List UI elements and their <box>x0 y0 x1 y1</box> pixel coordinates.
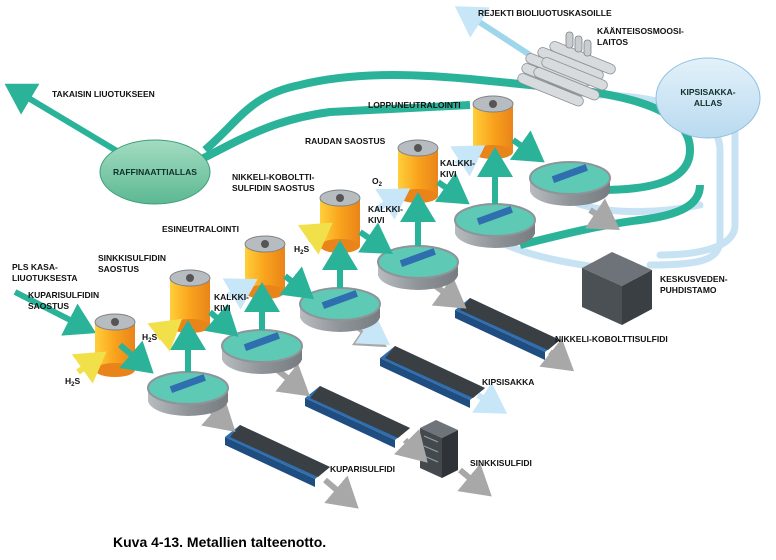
reject-bioleach-label: REJEKTI BIOLIUOTUSKASOILLE <box>478 8 612 18</box>
conveyor-nico <box>455 298 560 360</box>
nico-product-label: NIKKELI-KOBOLTTISULFIDI <box>555 334 668 344</box>
central-wastewater-plant: KESKUSVEDEN- PUHDISTAMO <box>582 252 728 325</box>
limestone-label-3b: KIVI <box>440 169 457 179</box>
conveyor-zinc <box>305 386 410 448</box>
thickener-6 <box>529 161 611 206</box>
pls-label-2: LIUOTUKSESTA <box>12 273 77 283</box>
filter-press <box>420 420 458 478</box>
thickener-1 <box>147 371 229 416</box>
h2s-label-copper: H2S <box>65 376 80 388</box>
solution-pipes <box>188 71 704 249</box>
zinc-sulfide-label-1: SINKKISULFIDIN <box>98 253 166 263</box>
reactor-preneutral <box>244 235 286 299</box>
gypsum-pond-label-1: KIPSISAKKA- <box>680 87 735 97</box>
reagent-arrows <box>71 145 486 384</box>
final-neutralization-label: LOPPUNEUTRALOINTI <box>368 100 461 110</box>
wastewater-label-2: PUHDISTAMO <box>660 285 717 295</box>
thickener-5 <box>454 203 536 248</box>
reverse-osmosis-label-2: LAITOS <box>597 37 628 47</box>
gypsum-pond: KIPSISAKKA- ALLAS <box>655 57 761 139</box>
wastewater-label-1: KESKUSVEDEN- <box>660 274 728 284</box>
reactor-final-neutral <box>472 95 514 159</box>
outflow-arrows <box>4 6 532 336</box>
metal-recovery-process-diagram: RAFFINAATTIALLAS KIPSISAKKA- ALLAS KÄÄNT… <box>4 6 761 509</box>
h2s-label-nico: H2S <box>294 244 309 256</box>
gypsum-pond-label-2: ALLAS <box>694 98 723 108</box>
copper-sulfide-label-2: SAOSTUS <box>28 301 69 311</box>
nico-sulfide-label-1: NIKKELI-KOBOLTTI- <box>232 172 315 182</box>
thickener-4 <box>377 245 459 290</box>
figure-caption: Kuva 4-13. Metallien talteenotto. <box>113 534 327 550</box>
iron-precipitation-label: RAUDAN SAOSTUS <box>305 136 386 146</box>
limestone-label-1a: KALKKI- <box>214 292 249 302</box>
limestone-label-2b: KIVI <box>368 215 385 225</box>
reverse-osmosis-unit: KÄÄNTEISOSMOOSI- LAITOS <box>517 26 684 107</box>
zinc-sulfide-label-2: SAOSTUS <box>98 264 139 274</box>
copper-product-label: KUPARISULFIDI <box>330 464 395 474</box>
thickener-2 <box>221 329 303 374</box>
copper-sulfide-label-1: KUPARISULFIDIN <box>28 290 99 300</box>
limestone-label-2a: KALKKI- <box>368 204 403 214</box>
reactor-copper <box>94 313 154 377</box>
gypsum-product-label: KIPSISAKKA <box>482 377 534 387</box>
process-flow-arrows <box>170 130 545 372</box>
conveyor-gypsum <box>380 346 485 408</box>
back-to-leach-label: TAKAISIN LIUOTUKSEEN <box>52 89 155 99</box>
thickener-3 <box>299 287 381 332</box>
reverse-osmosis-label-1: KÄÄNTEISOSMOOSI- <box>597 26 684 36</box>
nico-sulfide-label-2: SULFIDIN SAOSTUS <box>232 183 315 193</box>
reactor-zinc <box>169 269 211 333</box>
raffinate-pond-label: RAFFINAATTIALLAS <box>113 167 197 177</box>
raffinate-pond: RAFFINAATTIALLAS <box>99 139 211 205</box>
preneutralization-label: ESINEUTRALOINTI <box>162 224 239 234</box>
reactor-iron <box>397 139 439 203</box>
o2-label: O2 <box>372 176 383 188</box>
zinc-product-label: SINKKISULFIDI <box>470 458 532 468</box>
pls-label-1: PLS KASA- <box>12 262 58 272</box>
limestone-label-1b: KIVI <box>214 303 231 313</box>
conveyor-copper <box>225 425 330 487</box>
reactor-nico <box>319 189 361 253</box>
limestone-label-3a: KALKKI- <box>440 158 475 168</box>
h2s-label-zinc: H2S <box>142 332 157 344</box>
